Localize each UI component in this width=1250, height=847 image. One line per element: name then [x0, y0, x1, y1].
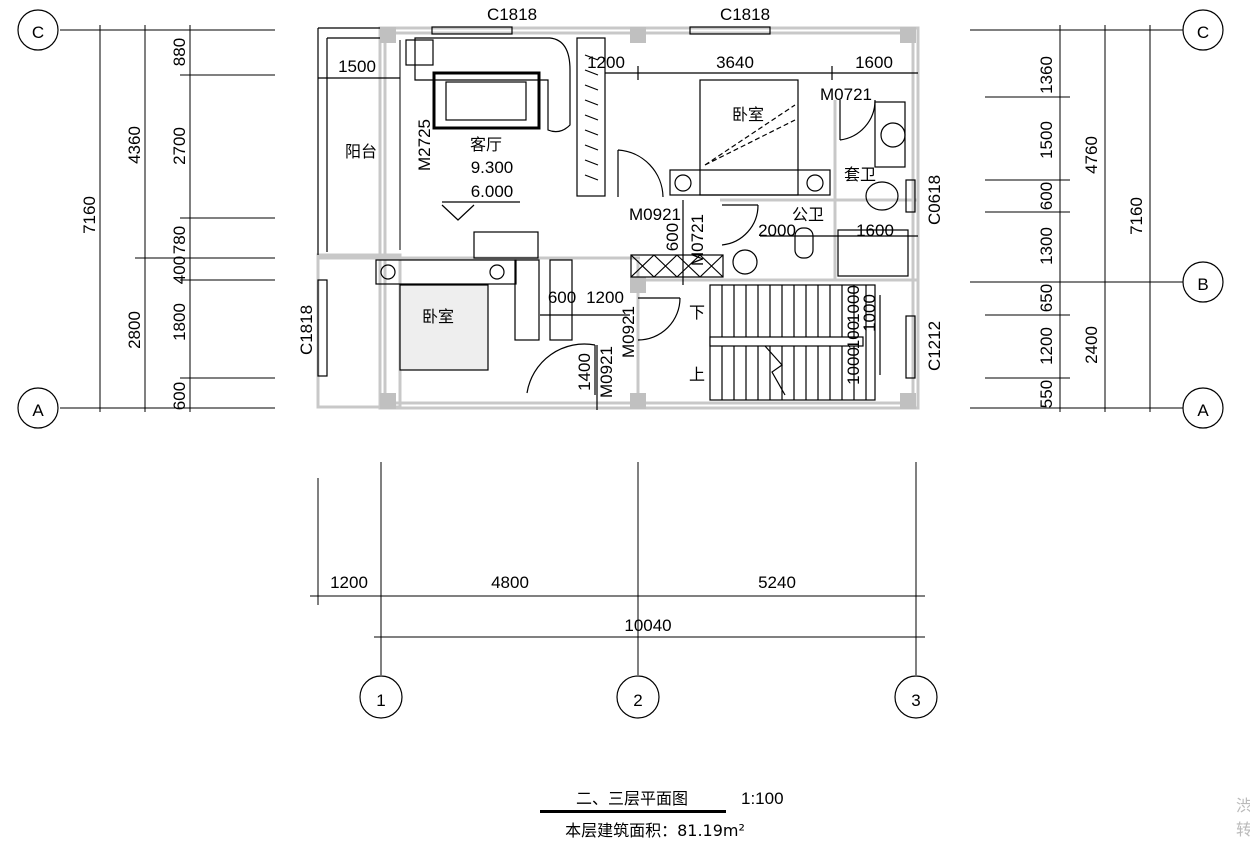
inner-dim: 1000 [844, 285, 863, 323]
door-label: M0721 [820, 85, 872, 104]
room-label-public-bath: 公卫 [792, 205, 824, 224]
axis-label-c: C [32, 23, 44, 42]
dim-right-detail: 1200 [1037, 327, 1056, 365]
dim-bottom-segment: 4800 [491, 573, 529, 592]
window-label: C1818 [297, 305, 316, 355]
inner-dim: 1600 [855, 53, 893, 72]
inner-dim: 600 [663, 223, 682, 251]
inner-dim: 1600 [856, 221, 894, 240]
inner-dim: 1500 [338, 57, 376, 76]
inner-dim: 1200 [587, 53, 625, 72]
dim-left-total: 7160 [80, 196, 99, 234]
area-note: 本层建筑面积：81.19m² [565, 821, 745, 840]
inner-dim: 100 [844, 321, 863, 349]
window-label: C1212 [925, 321, 944, 371]
axis-label-a: A [32, 401, 44, 420]
dim-right-detail: 1300 [1037, 227, 1056, 265]
door-label: M0721 [688, 214, 707, 266]
elevation-label: 9.300 [471, 158, 514, 177]
dim-left-detail: 1800 [170, 303, 189, 341]
dim-right-detail: 550 [1037, 380, 1056, 408]
inner-dim: 1200 [586, 288, 624, 307]
drawing-title: 二、三层平面图 1:100 本层建筑面积：81.19m² 渋 转 [540, 789, 1250, 840]
dim-bottom-total: 10040 [624, 616, 671, 635]
dim-left-detail: 600 [170, 382, 189, 410]
door-label: M0921 [597, 346, 616, 398]
dim-right-detail: 600 [1037, 182, 1056, 210]
right-dimensions: 1360 1500 600 1300 650 1200 550 4760 240… [970, 25, 1183, 412]
window-label: C1818 [487, 5, 537, 24]
room-label-bedroom: 卧室 [422, 307, 454, 326]
inner-dim: 1000 [860, 294, 879, 332]
title-text: 二、三层平面图 [576, 789, 688, 808]
watermark-text: 渋 [1236, 796, 1250, 815]
window-c0618 [905, 179, 916, 213]
dim-right-detail: 1500 [1037, 121, 1056, 159]
dim-right-mid: 2400 [1082, 326, 1101, 364]
window-label: C0618 [925, 175, 944, 225]
dim-bottom-segment: 5240 [758, 573, 796, 592]
room-label-living: 客厅 [470, 135, 502, 154]
dim-left-mid: 4360 [125, 126, 144, 164]
left-dimensions: 7160 4360 2800 880 2700 780 400 1800 600 [60, 25, 275, 412]
axis-label-2: 2 [633, 691, 642, 710]
room-label-balcony: 阳台 [345, 142, 377, 161]
stair-up-label: 上 [689, 365, 705, 384]
inner-dim: 600 [548, 288, 576, 307]
dim-left-detail: 780 [170, 226, 189, 254]
stair-down-label: 下 [689, 303, 705, 322]
window-c1818 [431, 26, 513, 35]
door-label: M2725 [415, 119, 434, 171]
dim-left-detail: 880 [170, 38, 189, 66]
axis-label-c: C [1197, 23, 1209, 42]
inner-dim: 3640 [716, 53, 754, 72]
axis-label-b: B [1197, 275, 1208, 294]
dim-left-detail: 2700 [170, 127, 189, 165]
elevation-label: 6.000 [471, 182, 514, 201]
room-label-master-bath: 套卫 [844, 165, 876, 184]
window-c1818 [689, 26, 771, 35]
axis-label-a: A [1197, 401, 1209, 420]
plan: C1818 C1818 C1818 C1212 C0618 M2725 M072… [297, 5, 944, 410]
columns [380, 27, 916, 409]
bottom-dimensions: 1200 4800 5240 10040 1 2 3 [310, 462, 938, 719]
dim-left-mid: 2800 [125, 311, 144, 349]
door-label: M0921 [619, 306, 638, 358]
axis-label-3: 3 [911, 691, 920, 710]
dim-bottom-segment: 1200 [330, 573, 368, 592]
window-label: C1818 [720, 5, 770, 24]
axis-bubbles-right: C B A [1182, 9, 1224, 429]
dim-left-detail: 400 [170, 256, 189, 284]
dim-right-total: 7160 [1127, 197, 1146, 235]
dim-right-detail: 650 [1037, 284, 1056, 312]
room-label-bedroom: 卧室 [732, 105, 764, 124]
dim-right-detail: 1360 [1037, 56, 1056, 94]
inner-dim: 1400 [575, 353, 594, 391]
scale-text: 1:100 [741, 789, 784, 808]
inner-dim: 1000 [844, 347, 863, 385]
door-label: M0921 [629, 205, 681, 224]
inner-dim: 2000 [758, 221, 796, 240]
furniture [318, 37, 918, 410]
axis-label-1: 1 [376, 691, 385, 710]
dim-right-mid: 4760 [1082, 136, 1101, 174]
window-c1818 [317, 279, 328, 377]
watermark-text: 转 [1236, 820, 1250, 839]
axis-bubbles-left: C A [17, 9, 59, 429]
window-c1212 [905, 315, 916, 379]
